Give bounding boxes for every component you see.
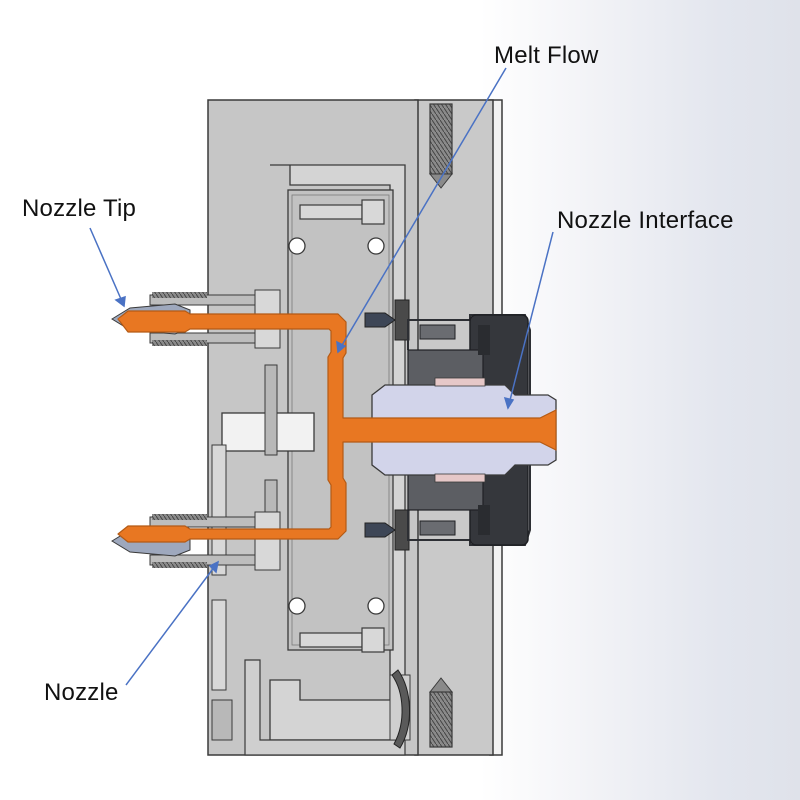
nozzle-label: Nozzle xyxy=(44,679,119,706)
leader-lines xyxy=(89,67,554,686)
melt-flow-label: Melt Flow xyxy=(494,42,599,69)
manifold-bolts xyxy=(299,199,385,653)
melt-flow-channel xyxy=(117,310,557,543)
retaining-clip xyxy=(391,669,410,749)
long-bolts xyxy=(428,103,454,748)
nozzle-interface-label: Nozzle Interface xyxy=(557,207,734,234)
dowel-holes xyxy=(288,237,385,615)
nozzle-tip-label: Nozzle Tip xyxy=(22,195,137,222)
locating-pins xyxy=(364,299,410,551)
